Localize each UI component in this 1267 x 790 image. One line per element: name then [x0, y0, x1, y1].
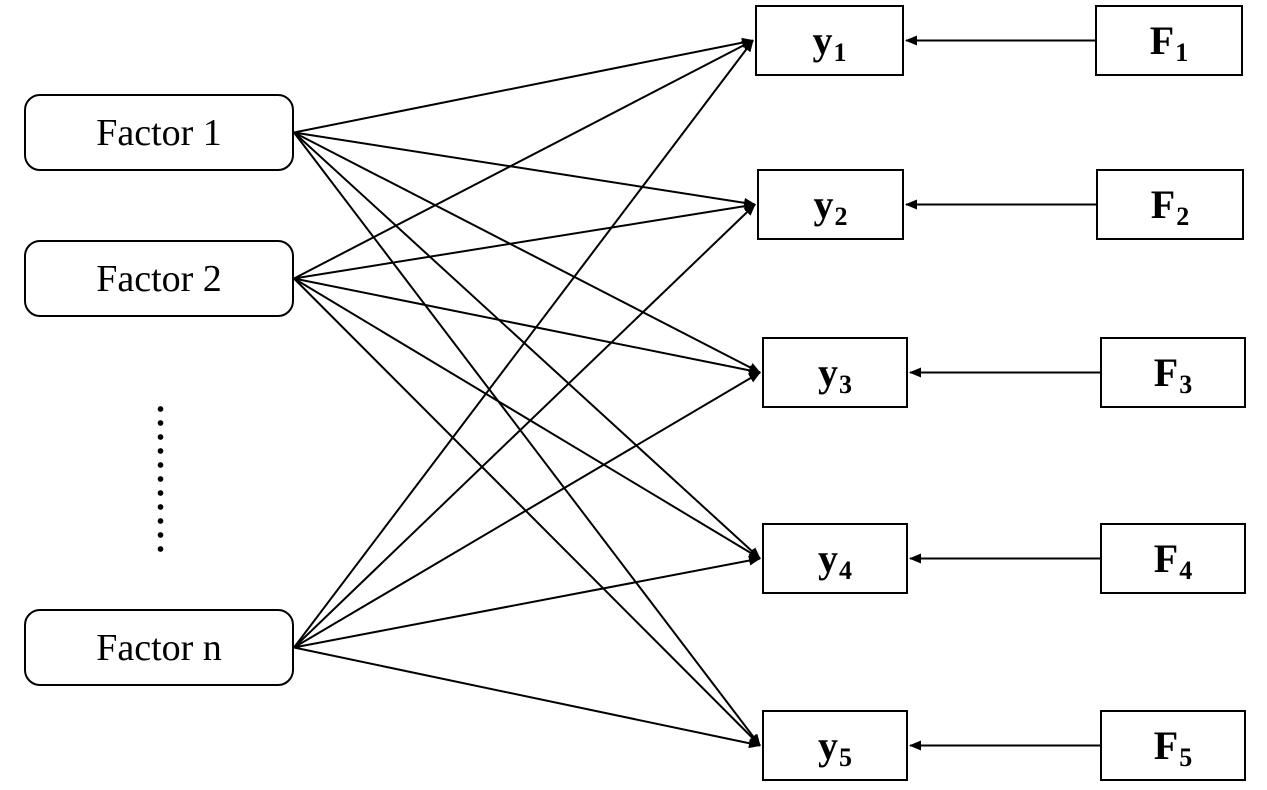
- output-y5-symbol: y: [818, 723, 838, 768]
- edge-fn-to-y3: [293, 371, 761, 649]
- factor-1-label: Factor 1: [96, 111, 222, 154]
- output-y2-subscript: 2: [834, 201, 848, 231]
- output-y3-symbol: y: [818, 350, 838, 395]
- input-F2-symbol: F: [1150, 182, 1176, 227]
- edge-f2-to-y4: [293, 277, 761, 560]
- input-F5-subscript: 5: [1179, 742, 1193, 772]
- output-y4-symbol: y: [818, 536, 838, 581]
- input-F4-symbol: F: [1153, 536, 1179, 581]
- factor-n-node: Factor n: [24, 609, 294, 686]
- edge-f2-to-y5: [293, 277, 761, 747]
- output-y3-subscript: 3: [839, 369, 852, 399]
- edge-fn-to-y5: [293, 646, 761, 749]
- factor-2-label: Factor 2: [96, 257, 222, 300]
- input-F2-subscript: 2: [1176, 201, 1190, 231]
- edge-f1-to-y3: [293, 131, 761, 374]
- factor-1-node: Factor 1: [24, 94, 294, 171]
- edge-fn-to-y4: [293, 555, 761, 649]
- factor-n-label: Factor n: [96, 626, 222, 669]
- input-F3-subscript: 3: [1179, 369, 1193, 399]
- output-y1-subscript: 1: [833, 37, 847, 67]
- output-y1-symbol: y: [812, 18, 833, 63]
- edge-fn-to-y1: [293, 39, 754, 649]
- input-F4-subscript: 4: [1179, 555, 1193, 585]
- output-y2-symbol: y: [813, 182, 834, 227]
- edge-f1-to-y2: [293, 131, 756, 208]
- edge-f2-to-y3: [293, 277, 761, 376]
- output-y5-subscript: 5: [839, 742, 852, 772]
- input-F3-symbol: F: [1153, 350, 1179, 395]
- edge-f2-to-y1: [293, 39, 754, 280]
- input-F1-subscript: 1: [1175, 37, 1189, 67]
- factor-2-node: Factor 2: [24, 240, 294, 317]
- edge-f1-to-y4: [293, 131, 761, 560]
- vertical-ellipsis: [157, 402, 164, 557]
- input-F1-symbol: F: [1149, 18, 1175, 63]
- edge-f1-to-y5: [293, 131, 761, 747]
- edge-fn-to-y2: [293, 203, 756, 649]
- output-y4-subscript: 4: [839, 555, 852, 585]
- edge-f2-to-y2: [293, 201, 756, 280]
- input-F5-symbol: F: [1153, 723, 1179, 768]
- edge-f1-to-y1: [293, 37, 754, 134]
